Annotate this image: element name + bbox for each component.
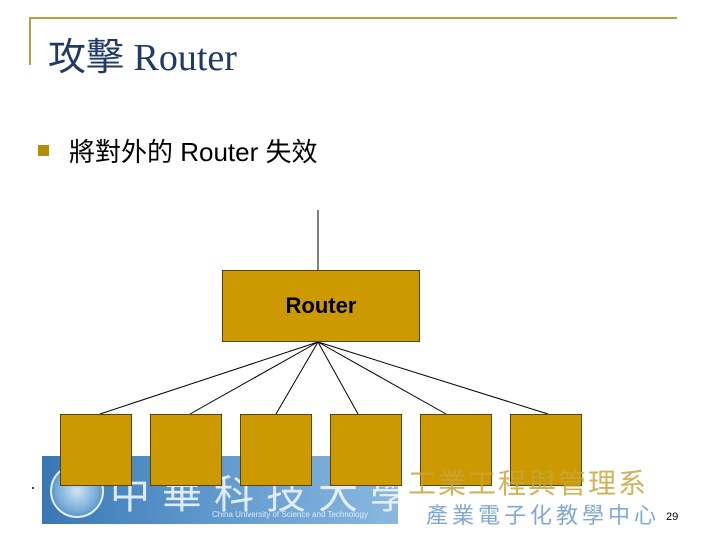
client-node-1	[60, 414, 132, 486]
client-node-2	[150, 414, 222, 486]
link-line-3	[275, 341, 319, 415]
title-frame-horizontal	[29, 17, 677, 19]
router-node: Router	[222, 270, 420, 342]
bullet-text: 將對外的 Router 失效	[69, 137, 318, 167]
title-frame-vertical	[29, 17, 31, 65]
school-name-en: China University of Science and Technolo…	[212, 510, 368, 519]
bullet-item: 將對外的 Router 失效	[38, 132, 318, 169]
link-line-2	[189, 341, 319, 415]
department-name: 工業工程與管理系	[408, 468, 649, 499]
client-node-5	[420, 414, 492, 486]
center-name: 產業電子化教學中心	[426, 503, 661, 528]
client-node-6	[510, 414, 582, 486]
link-line-1	[99, 341, 319, 415]
client-node-3	[240, 414, 312, 486]
bullet-square-icon	[38, 145, 49, 156]
client-node-4	[330, 414, 402, 486]
link-line-4	[317, 341, 359, 415]
page-number: 29	[666, 511, 679, 523]
router-label: Router	[285, 293, 357, 318]
footer-dot	[32, 487, 34, 489]
slide-title: 攻擊 Router	[48, 37, 237, 79]
link-line-6	[317, 341, 549, 415]
department-banner: 工業工程與管理系 產業電子化教學中心	[400, 462, 690, 528]
link-line-5	[317, 341, 447, 415]
